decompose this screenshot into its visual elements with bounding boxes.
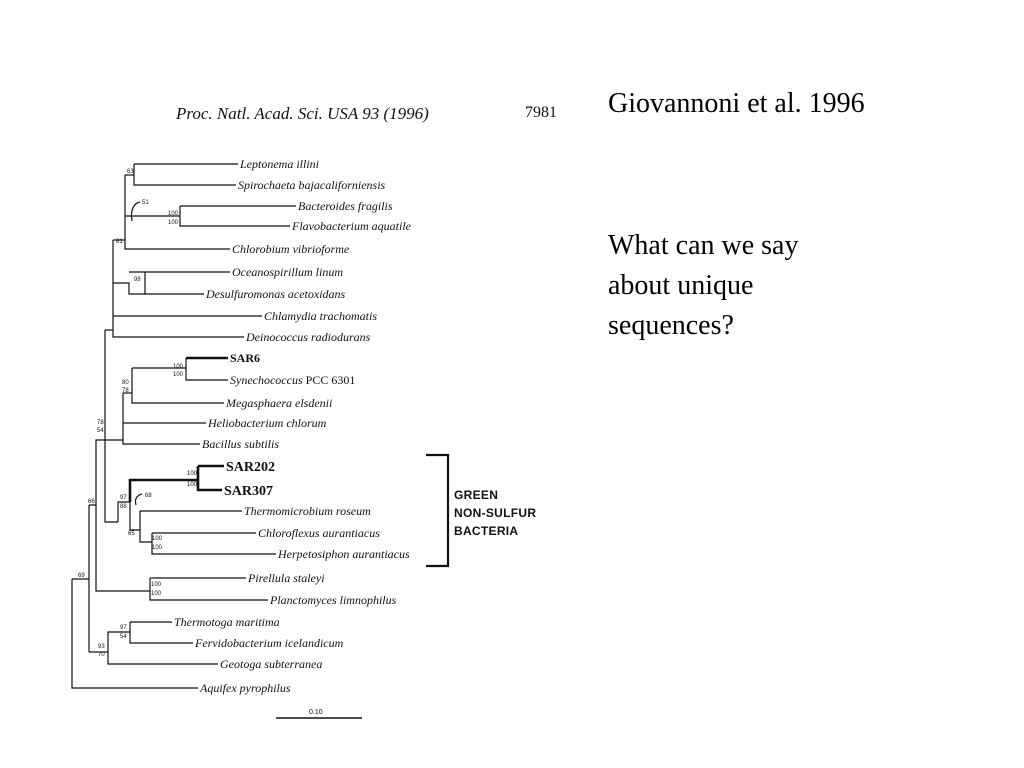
taxon-label: Thermotoga maritima	[174, 615, 280, 629]
taxon-label: Spirochaeta bajacaliforniensis	[238, 178, 386, 192]
taxon-label: Leptonema illini	[239, 157, 319, 171]
bootstrap-value: 78	[122, 388, 129, 394]
taxon-label: Flavobacterium aquatile	[291, 219, 412, 233]
bootstrap-value: 88	[120, 504, 127, 510]
bootstrap-value: 100	[168, 220, 179, 226]
bootstrap-value: 97	[120, 495, 127, 501]
bootstrap-value: 98	[134, 277, 141, 283]
group-label-line: GREEN	[454, 488, 498, 502]
taxon-label: Deinococcus radiodurans	[245, 330, 371, 344]
taxon-labels: Leptonema illini Spirochaeta bajacalifor…	[174, 157, 412, 695]
group-label-line: NON-SULFUR	[454, 506, 536, 520]
scale-bar-label: 0.10	[309, 709, 323, 716]
taxon-label: Chlamydia trachomatis	[264, 309, 377, 323]
tree-branches	[71, 163, 450, 719]
taxon-label: Chloroflexus aurantiacus	[258, 526, 380, 540]
taxon-label: SAR202	[226, 460, 275, 475]
taxon-label: Bacteroides fragilis	[298, 199, 393, 213]
citation-title: Giovannoni et al. 1996	[608, 88, 865, 119]
bootstrap-value: 100	[152, 545, 163, 551]
bootstrap-value: 100	[168, 211, 179, 217]
bootstrap-value: 97	[120, 625, 127, 631]
page-number: 7981	[525, 104, 557, 121]
bootstrap-value: 100	[173, 372, 184, 378]
bootstrap-value: 63	[127, 169, 134, 175]
bootstrap-value: 70	[98, 652, 105, 658]
bootstrap-value: 78	[97, 420, 104, 426]
bootstrap-value: 93	[98, 644, 105, 650]
bootstrap-value: 100	[151, 582, 162, 588]
taxon-label: Thermomicrobium roseum	[244, 504, 371, 518]
bootstrap-value: 100	[152, 536, 163, 542]
group-label-line: BACTERIA	[454, 524, 518, 538]
bootstrap-value: 54	[97, 428, 104, 434]
bootstrap-value: 100	[173, 364, 184, 370]
bootstrap-value: 66	[88, 499, 95, 505]
taxon-label: Herpetosiphon aurantiacus	[277, 547, 410, 561]
taxon-label: SAR307	[224, 484, 273, 499]
taxon-label: SAR6	[230, 351, 260, 365]
bootstrap-value: 69	[78, 573, 85, 579]
question-text: What can we say about unique sequences?	[608, 230, 799, 341]
taxon-label: Planctomyces limnophilus	[269, 593, 397, 607]
bootstrap-value: 100	[187, 471, 198, 477]
taxon-label: Desulfuromonas acetoxidans	[205, 287, 346, 301]
taxon-label: Synechococcus PCC 6301	[230, 373, 355, 387]
group-label-green-non-sulfur: GREEN NON-SULFUR BACTERIA	[454, 488, 536, 538]
taxon-label: Pirellula staleyi	[247, 571, 325, 585]
taxon-label: Oceanospirillum linum	[232, 265, 343, 279]
taxon-label: Chlorobium vibrioforme	[232, 242, 350, 256]
taxon-label: Aquifex pyrophilus	[199, 681, 291, 695]
bootstrap-value: 65	[128, 531, 135, 537]
paper-header: Proc. Natl. Acad. Sci. USA 93 (1996)	[176, 104, 429, 123]
taxon-label: Bacillus subtilis	[202, 437, 279, 451]
taxon-label: Heliobacterium chlorum	[207, 416, 327, 430]
bootstrap-value: 51	[142, 200, 149, 206]
bootstrap-value: 81	[116, 239, 123, 245]
bootstrap-value: 68	[145, 493, 152, 499]
taxon-label: Fervidobacterium icelandicum	[194, 636, 344, 650]
bootstrap-value: 80	[122, 380, 129, 386]
bootstrap-value: 100	[151, 591, 162, 597]
taxon-label: Megasphaera elsdenii	[225, 396, 332, 410]
bootstrap-value: 100	[187, 482, 198, 488]
bootstrap-values: 63 51 100 100 81 98 100 100 80 78 78 54 …	[78, 169, 198, 658]
taxon-label: Geotoga subterranea	[220, 657, 322, 671]
bootstrap-value: 54	[120, 634, 127, 640]
